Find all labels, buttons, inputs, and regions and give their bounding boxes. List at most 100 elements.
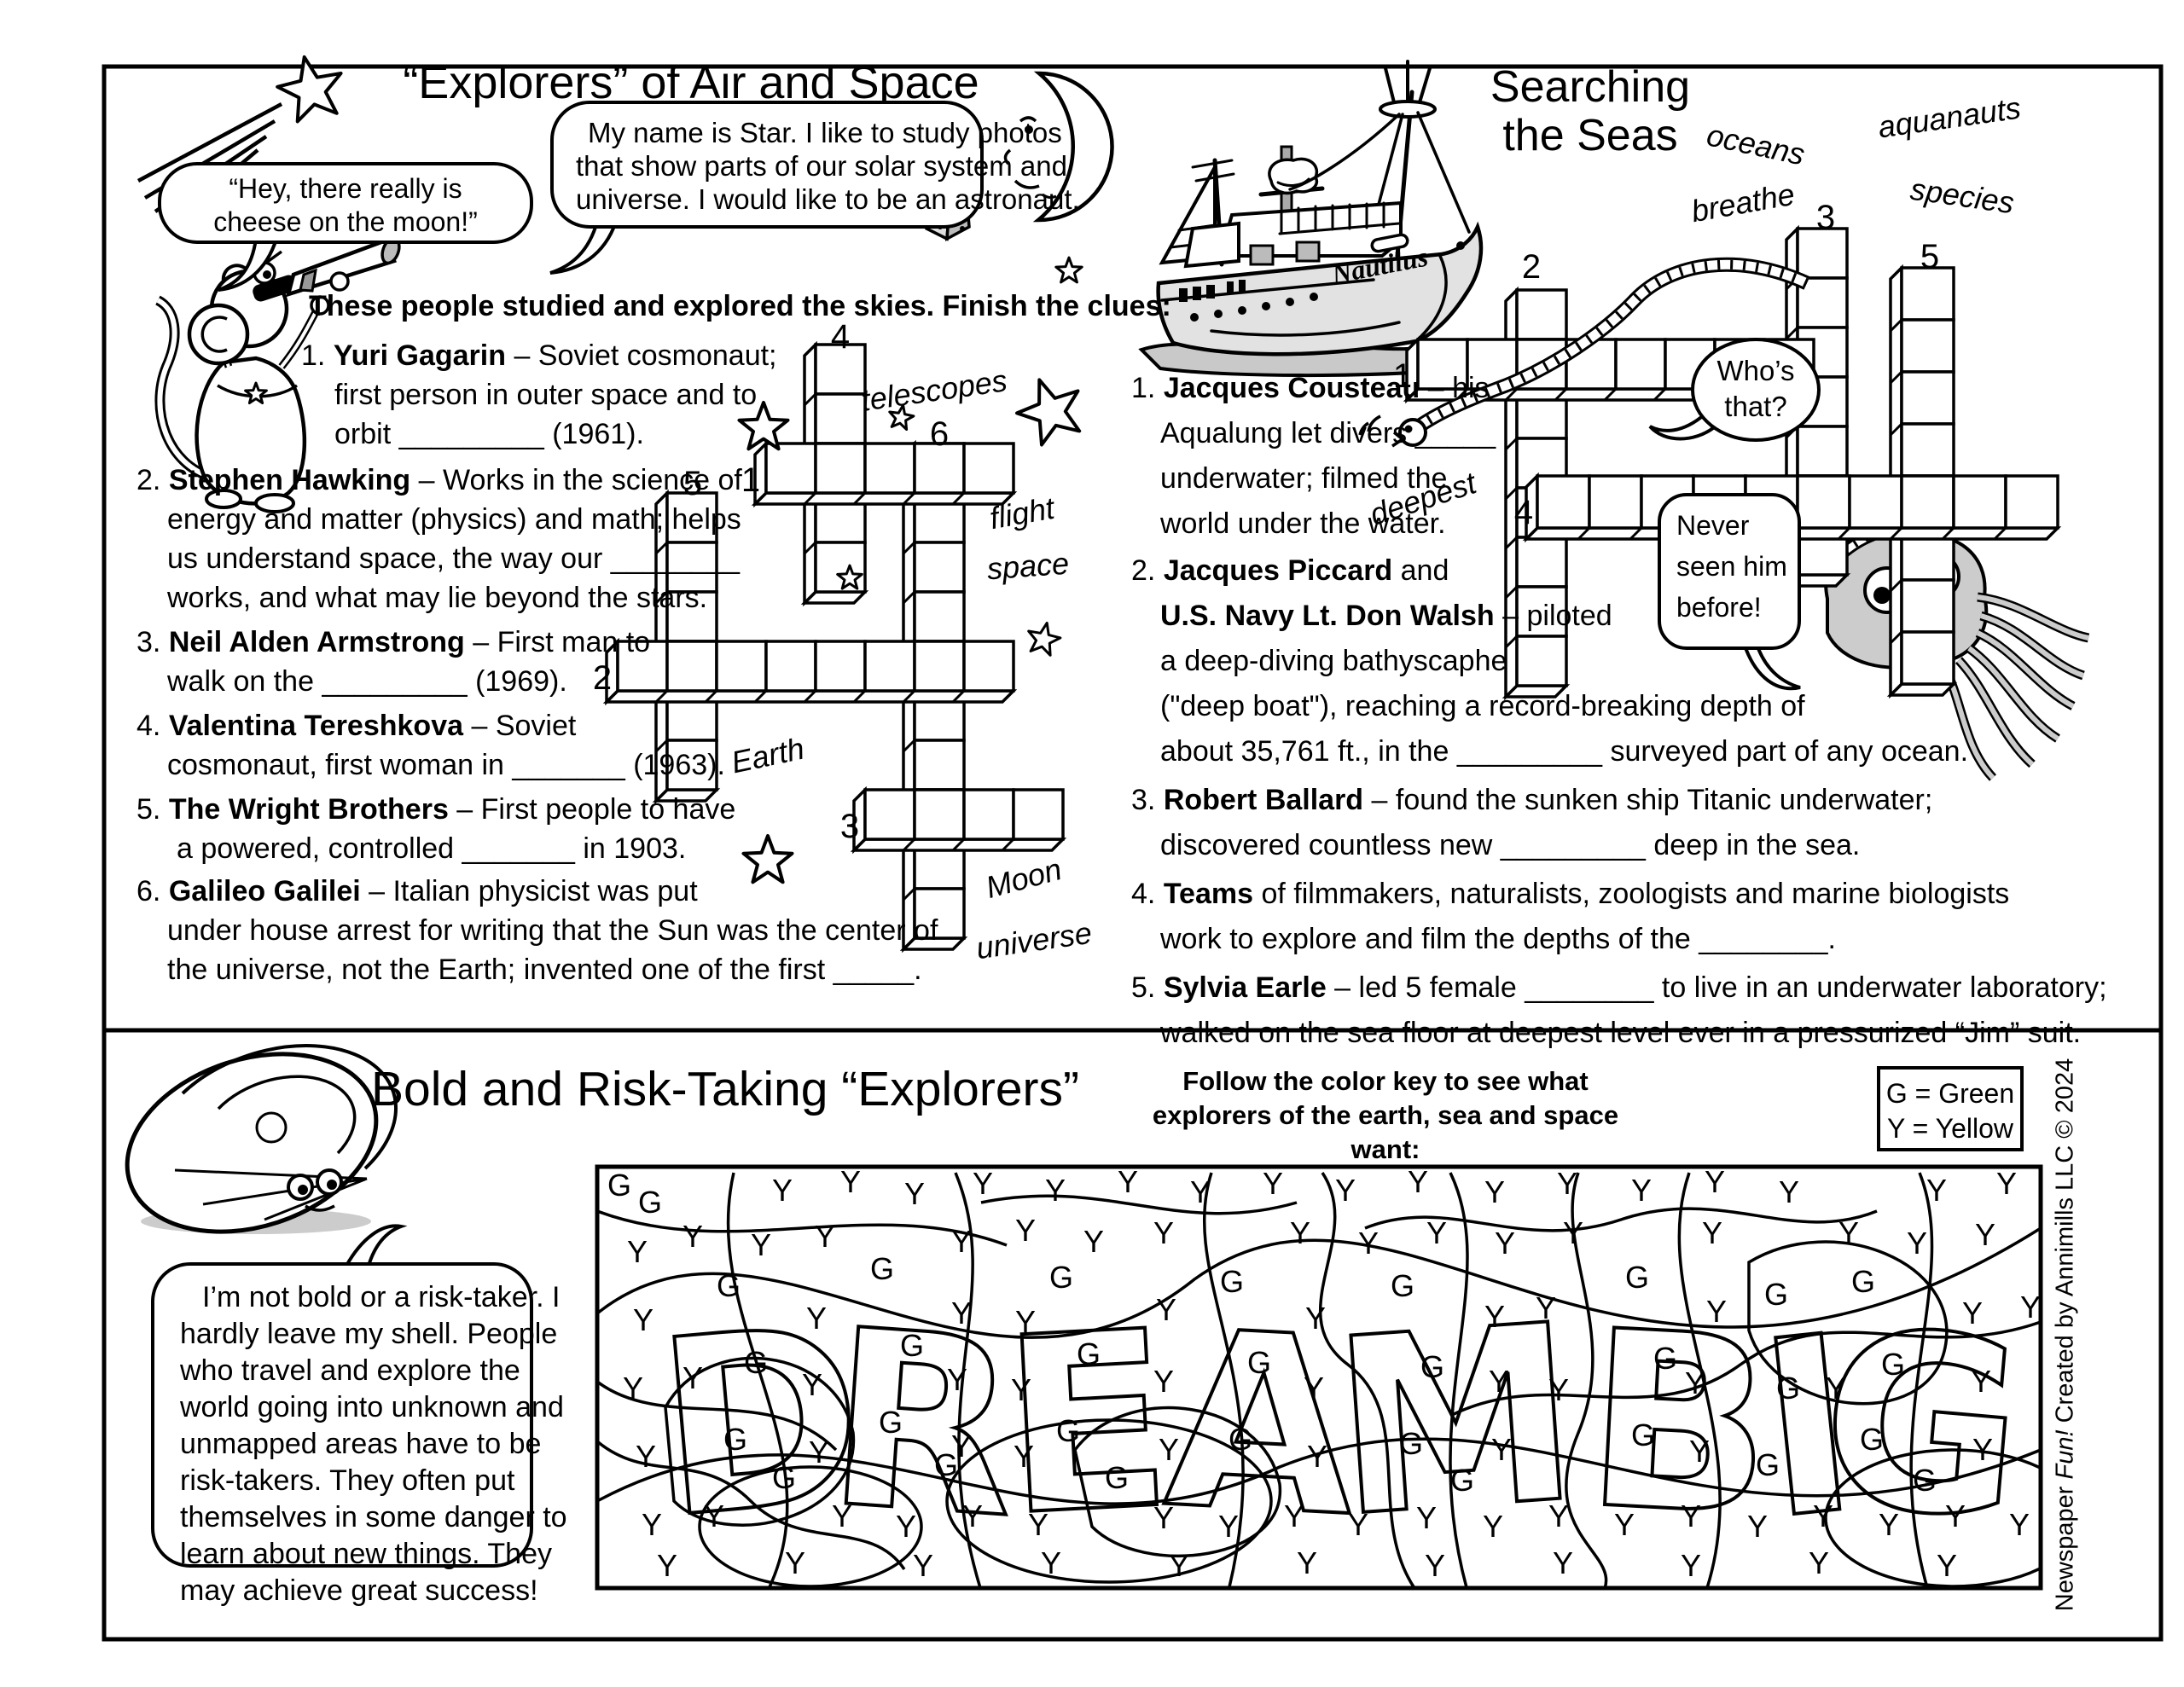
hidden-letter: R bbox=[820, 1277, 1026, 1573]
color-letter-Y: Y bbox=[806, 1301, 827, 1336]
text-line: who travel and explore the bbox=[180, 1354, 520, 1387]
crossword-cell[interactable] bbox=[1900, 578, 1955, 634]
clue-line: walk on the _________ (1969). bbox=[167, 665, 567, 698]
crossword-cell[interactable] bbox=[1900, 630, 1955, 686]
color-letter-G: G bbox=[1851, 1264, 1875, 1299]
bevel-tick bbox=[1504, 486, 1519, 501]
color-letter-Y: Y bbox=[1015, 1304, 1036, 1339]
color-letter-G: G bbox=[1860, 1422, 1884, 1457]
crossword-cell[interactable] bbox=[913, 788, 966, 841]
color-letter-G: G bbox=[607, 1168, 631, 1203]
color-letter-Y: Y bbox=[682, 1360, 703, 1395]
bevel-tick bbox=[1577, 526, 1591, 541]
crossword-cell[interactable] bbox=[863, 788, 916, 841]
copyright-notice: Newspaper Fun! Created by Annimills LLC … bbox=[2051, 1058, 2079, 1612]
hidden-letter: M bbox=[1325, 1272, 1586, 1571]
text-line: Who’s bbox=[1716, 355, 1795, 386]
color-letter-Y: Y bbox=[1681, 1548, 1701, 1583]
color-letter-Y: Y bbox=[1218, 1509, 1239, 1544]
color-letter-Y: Y bbox=[2020, 1290, 2041, 1325]
color-letter-Y: Y bbox=[1548, 1499, 1569, 1533]
color-letter-G: G bbox=[1247, 1345, 1271, 1380]
crossword-cell[interactable] bbox=[665, 739, 718, 791]
crossword-cell[interactable] bbox=[1614, 338, 1667, 391]
crossword-cell[interactable] bbox=[1515, 288, 1568, 341]
color-letter-Y: Y bbox=[633, 1302, 653, 1337]
color-letter-Y: Y bbox=[1425, 1548, 1445, 1583]
crossword-cell[interactable] bbox=[962, 640, 1015, 693]
bevel-tick bbox=[803, 689, 817, 704]
color-letter-G: G bbox=[879, 1405, 903, 1440]
crossword-cell[interactable] bbox=[962, 788, 1015, 841]
clue-line: 3. Neil Alden Armstrong – First man to bbox=[136, 626, 651, 658]
color-letter-Y: Y bbox=[1159, 1432, 1179, 1467]
crossword-cell[interactable] bbox=[1848, 474, 1903, 530]
color-letter-Y: Y bbox=[1483, 1509, 1503, 1544]
crossword-cell[interactable] bbox=[1588, 474, 1643, 530]
clue-line: a deep-diving bathyscaphe bbox=[1160, 645, 1507, 677]
crossword-cell[interactable] bbox=[764, 442, 817, 495]
crossword-cell[interactable] bbox=[863, 442, 916, 495]
color-letter-Y: Y bbox=[636, 1439, 656, 1474]
crossword-cell[interactable] bbox=[1796, 227, 1849, 280]
crossword-number-label: 1 bbox=[741, 461, 760, 499]
text-line: G = Green bbox=[1885, 1078, 2015, 1109]
color-letter-Y: Y bbox=[1681, 1499, 1701, 1533]
crossword-cell[interactable] bbox=[2004, 474, 2059, 530]
bottom-title: Bold and Risk-Taking “Explorers” bbox=[371, 1062, 1079, 1116]
crossword-cell[interactable] bbox=[913, 887, 966, 940]
clue-line: orbit _________ (1961). bbox=[334, 418, 644, 450]
clue-line: 5. Sylvia Earle – led 5 female ________ … bbox=[1131, 971, 2107, 1004]
color-letter-Y: Y bbox=[1838, 1215, 1859, 1250]
clue-line: works, and what may lie beyond the stars… bbox=[167, 582, 708, 614]
color-letter-Y: Y bbox=[1190, 1174, 1211, 1209]
crossword-cell[interactable] bbox=[962, 442, 1015, 495]
clue-line: first person in outer space and to bbox=[334, 379, 758, 411]
hidden-letter: A bbox=[1159, 1278, 1364, 1571]
bevel-tick bbox=[1001, 838, 1015, 852]
color-letter-Y: Y bbox=[1169, 1548, 1189, 1583]
crossword-number-label: 5 bbox=[683, 465, 702, 502]
crossword-cell[interactable] bbox=[913, 640, 966, 693]
bevel-tick bbox=[902, 739, 916, 753]
bevel-tick bbox=[951, 689, 966, 704]
clam-icon bbox=[125, 1044, 398, 1234]
crossword-cell[interactable] bbox=[1900, 370, 1955, 426]
crossword-number-label: 2 bbox=[1522, 248, 1541, 286]
crossword-cell[interactable] bbox=[814, 442, 867, 495]
crossword-number-label: 3 bbox=[840, 808, 859, 845]
color-letter-Y: Y bbox=[642, 1507, 662, 1542]
crossword-cell[interactable] bbox=[665, 640, 718, 693]
star-icon bbox=[1054, 256, 1083, 284]
color-letter-G: G bbox=[1756, 1447, 1780, 1482]
color-letter-G: G bbox=[1105, 1460, 1129, 1495]
stars-decoration bbox=[244, 55, 1083, 884]
clue-line: the universe, not the Earth; invented on… bbox=[167, 954, 922, 986]
color-letter-Y: Y bbox=[1557, 1166, 1577, 1201]
crossword-cell[interactable] bbox=[913, 739, 966, 791]
crossword-cell[interactable] bbox=[1900, 318, 1955, 374]
color-letter-Y: Y bbox=[1408, 1164, 1428, 1199]
hidden-letter: G bbox=[1810, 1276, 2034, 1575]
crossword-cell[interactable] bbox=[1012, 788, 1065, 841]
crossword-cell[interactable] bbox=[1900, 474, 1955, 530]
color-letter-Y: Y bbox=[815, 1219, 835, 1254]
color-letter-Y: Y bbox=[1971, 1364, 1991, 1399]
color-letter-Y: Y bbox=[1937, 1548, 1957, 1583]
clue-line: walked on the sea floor at deepest level… bbox=[1160, 1017, 2082, 1049]
color-letter-Y: Y bbox=[951, 1429, 972, 1464]
crossword-cell[interactable] bbox=[616, 640, 669, 693]
text-line: cheese on the moon!” bbox=[213, 206, 478, 237]
color-letter-Y: Y bbox=[1702, 1215, 1722, 1250]
word-bank-word: telescopes bbox=[858, 362, 1010, 418]
crossword-cell[interactable] bbox=[1796, 474, 1851, 530]
crossword-cell[interactable] bbox=[814, 392, 867, 445]
crossword-cell[interactable] bbox=[665, 491, 718, 544]
color-letter-Y: Y bbox=[627, 1234, 648, 1269]
crossword-cell[interactable] bbox=[1515, 635, 1568, 687]
color-letter-Y: Y bbox=[1263, 1166, 1283, 1201]
star-icon bbox=[244, 381, 268, 404]
